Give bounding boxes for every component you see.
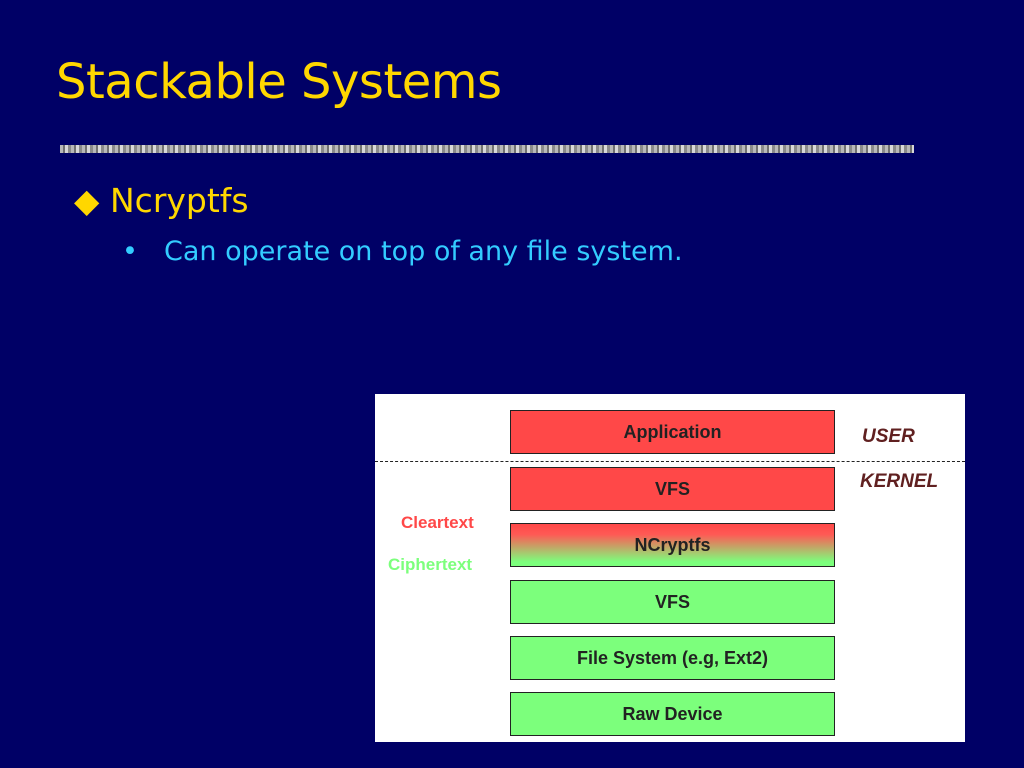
title-divider xyxy=(60,145,914,153)
layer-application: Application xyxy=(510,410,835,454)
bullet-text: Ncryptfs xyxy=(110,181,249,220)
dot-bullet-icon: • xyxy=(122,236,138,267)
layer-stack-diagram: Application VFS NCryptfs VFS File System… xyxy=(375,394,965,742)
cleartext-label: Cleartext xyxy=(401,513,474,532)
layer-vfs-lower: VFS xyxy=(510,580,835,624)
sub-bullet-text: Can operate on top of any file system. xyxy=(164,236,683,267)
slide-title: Stackable Systems xyxy=(56,54,502,110)
user-kernel-divider xyxy=(375,461,965,462)
bullet-item: ◆ Ncryptfs xyxy=(74,184,249,217)
ciphertext-label: Ciphertext xyxy=(388,555,473,574)
kernel-zone-label: KERNEL xyxy=(860,471,939,492)
layer-vfs-upper: VFS xyxy=(510,467,835,511)
diamond-bullet-icon: ◆ xyxy=(74,181,100,220)
layer-file-system: File System (e.g, Ext2) xyxy=(510,636,835,680)
sub-bullet-item: • Can operate on top of any file system. xyxy=(122,238,683,265)
user-zone-label: USER xyxy=(862,426,915,447)
layer-ncryptfs: NCryptfs xyxy=(510,523,835,567)
layer-raw-device: Raw Device xyxy=(510,692,835,736)
